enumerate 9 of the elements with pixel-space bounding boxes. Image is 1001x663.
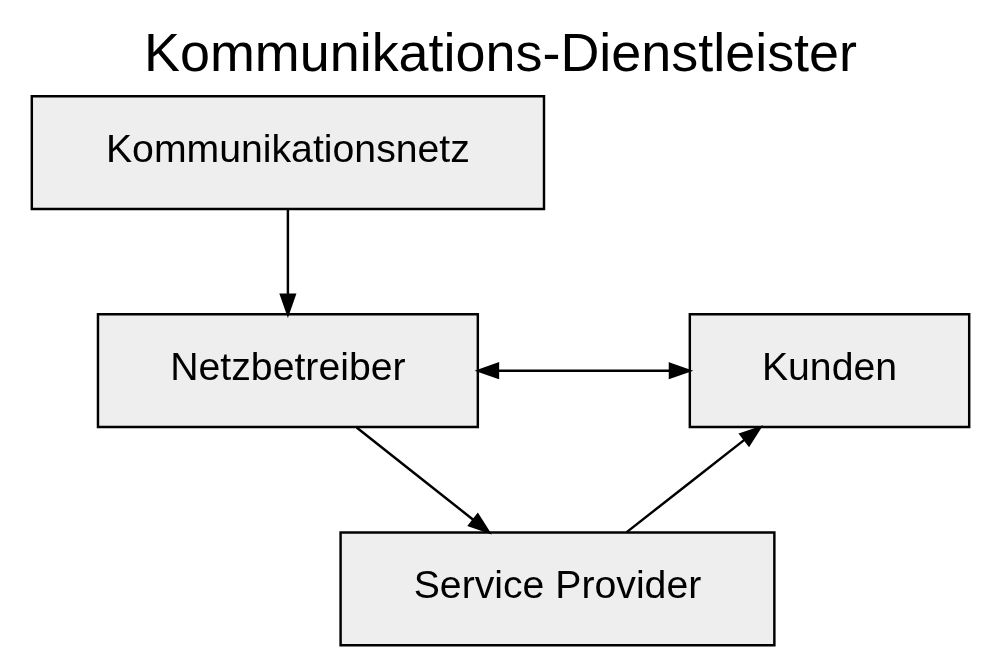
node-box: Kommunikationsnetz [30,95,546,211]
node-box: Kunden [688,313,971,429]
arrow [625,425,764,534]
node-box: Netzbetreiber [96,313,480,429]
arrow [474,362,694,380]
node-box: Service Provider [339,531,776,647]
diagram-title: Kommunikations-Dienstleister [143,21,858,82]
arrow [279,209,297,318]
arrow [355,426,492,535]
